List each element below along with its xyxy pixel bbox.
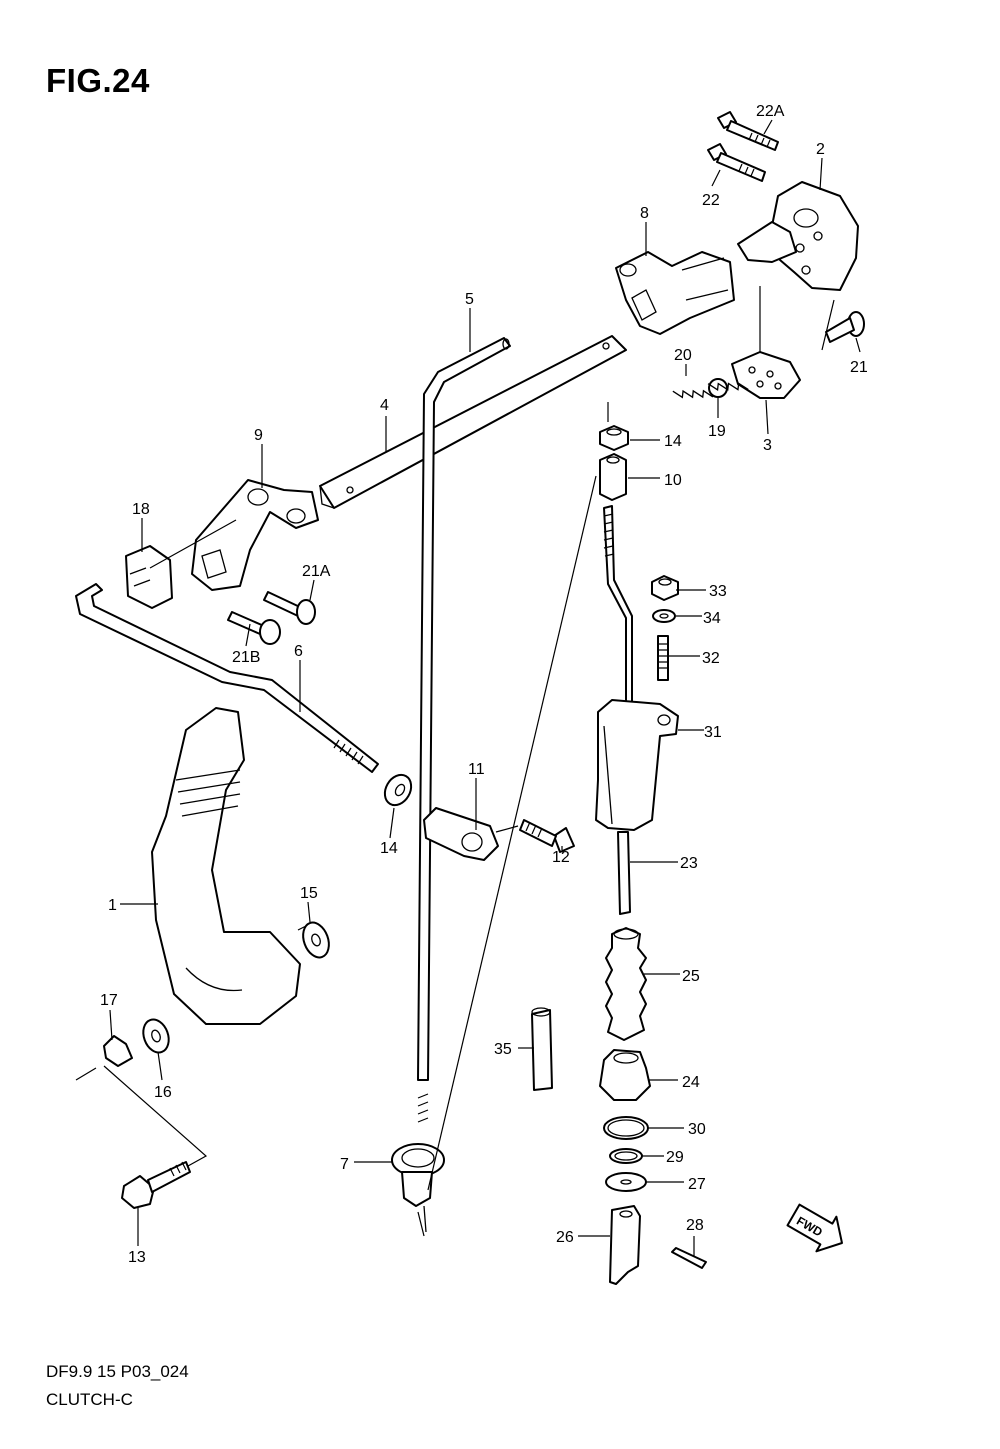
callout-18: 18 bbox=[132, 501, 150, 518]
shift-shaft-8 bbox=[615, 251, 735, 335]
callout-13: 13 bbox=[128, 1249, 146, 1266]
figure-name: CLUTCH-C bbox=[46, 1390, 133, 1409]
housing-31 bbox=[595, 699, 679, 831]
callout-14-mid: 14 bbox=[380, 840, 398, 857]
callout-4: 4 bbox=[380, 397, 389, 414]
bolt-12 bbox=[519, 819, 575, 853]
boot-25 bbox=[605, 927, 647, 1041]
o-ring-30 bbox=[603, 1116, 649, 1140]
figure-title: FIG.24 bbox=[46, 62, 150, 99]
callout-12: 12 bbox=[552, 849, 570, 866]
callout-21-top: 21 bbox=[850, 359, 868, 376]
leader-lines bbox=[109, 119, 861, 1256]
callout-33: 33 bbox=[709, 583, 727, 600]
detent-plate-3 bbox=[731, 351, 801, 399]
guide-line-9-18 bbox=[149, 519, 237, 569]
nut-14-top bbox=[599, 425, 629, 451]
washer-27 bbox=[605, 1172, 647, 1192]
callout-14-top: 14 bbox=[664, 433, 682, 450]
callout-31: 31 bbox=[704, 724, 722, 741]
callout-27: 27 bbox=[688, 1176, 706, 1193]
guide-line-7 bbox=[417, 1211, 425, 1237]
washer-29 bbox=[609, 1148, 643, 1164]
callout-24: 24 bbox=[682, 1074, 700, 1091]
callout-16: 16 bbox=[154, 1084, 172, 1101]
rod-23 bbox=[617, 831, 631, 915]
callout-22: 22 bbox=[702, 192, 720, 209]
grommet-7 bbox=[391, 1143, 445, 1233]
guide-line-rod bbox=[427, 475, 597, 1191]
callout-25: 25 bbox=[682, 968, 700, 985]
guide-line-11-12 bbox=[495, 825, 519, 833]
callout-1: 1 bbox=[108, 897, 117, 914]
fwd-arrow-icon: FWD bbox=[786, 1203, 843, 1253]
figure-code: DF9.9 15 P03_024 bbox=[46, 1362, 189, 1381]
callout-3: 3 bbox=[763, 437, 772, 454]
washer-34 bbox=[652, 609, 676, 623]
shift-rod-4 bbox=[319, 335, 627, 509]
guide-line-2 bbox=[759, 286, 835, 352]
callout-35: 35 bbox=[494, 1041, 512, 1058]
callout-19: 19 bbox=[708, 423, 726, 440]
lever-9 bbox=[191, 479, 319, 591]
nut-17 bbox=[103, 1035, 133, 1067]
callout-15: 15 bbox=[300, 885, 318, 902]
callout-7: 7 bbox=[340, 1156, 349, 1173]
threaded-rod bbox=[603, 505, 633, 715]
callout-21a: 21A bbox=[302, 563, 331, 580]
callout-26: 26 bbox=[556, 1229, 574, 1246]
nut-33 bbox=[651, 575, 679, 601]
callout-10: 10 bbox=[664, 472, 682, 489]
callout-21b: 21B bbox=[232, 649, 260, 666]
clip-26 bbox=[609, 1205, 641, 1285]
clutch-rod-6 bbox=[75, 583, 379, 773]
stud-32 bbox=[657, 635, 669, 681]
pin-28 bbox=[671, 1247, 707, 1269]
callout-34: 34 bbox=[703, 610, 721, 627]
callout-22a: 22A bbox=[756, 103, 785, 120]
callout-8: 8 bbox=[640, 205, 649, 222]
nut-24 bbox=[599, 1049, 651, 1101]
callout-29: 29 bbox=[666, 1149, 684, 1166]
rod-5 bbox=[417, 337, 511, 1123]
pin-35 bbox=[531, 1007, 553, 1091]
callout-23: 23 bbox=[680, 855, 698, 872]
callout-5: 5 bbox=[465, 291, 474, 308]
bolt-13 bbox=[121, 1161, 191, 1209]
washer-16 bbox=[142, 1018, 170, 1054]
clutch-lever-1 bbox=[151, 707, 301, 1025]
bolt-21a bbox=[263, 591, 316, 625]
sleeve-10 bbox=[599, 453, 627, 501]
bolt-21b bbox=[227, 611, 281, 645]
callout-9: 9 bbox=[254, 427, 263, 444]
bracket-2 bbox=[737, 181, 859, 291]
callout-11: 11 bbox=[468, 761, 485, 778]
callout-32: 32 bbox=[702, 650, 720, 667]
washer-15 bbox=[302, 921, 330, 959]
callout-2: 2 bbox=[816, 141, 825, 158]
callout-17: 17 bbox=[100, 992, 118, 1009]
washer-14-mid bbox=[383, 773, 413, 807]
callout-20: 20 bbox=[674, 347, 692, 364]
bolt-22 bbox=[707, 143, 766, 182]
arm-11 bbox=[423, 807, 499, 861]
bolt-21 bbox=[825, 311, 865, 343]
callout-28: 28 bbox=[686, 1217, 704, 1234]
clip-18 bbox=[125, 545, 173, 609]
bolt-22a bbox=[717, 111, 779, 151]
guide-line-1-15 bbox=[297, 925, 307, 931]
spring-20 bbox=[672, 382, 749, 399]
callout-6: 6 bbox=[294, 643, 303, 660]
guide-line-13-17 bbox=[75, 1065, 208, 1167]
callout-30: 30 bbox=[688, 1121, 706, 1138]
